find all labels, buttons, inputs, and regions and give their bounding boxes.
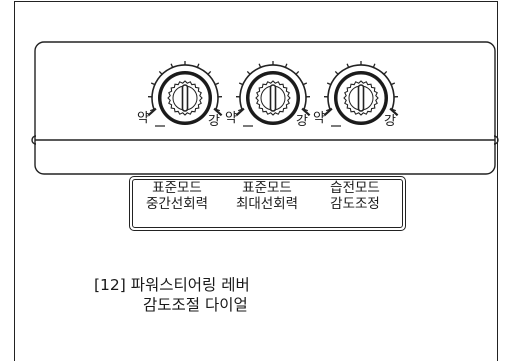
dial-scale-tick [327, 83, 331, 85]
dial-3-low-label: 약 [313, 111, 325, 126]
dial-scale-tick [303, 83, 307, 85]
dial-scale-tick [347, 64, 349, 68]
dial-scale-tick [259, 64, 261, 68]
dial-scale-tick [159, 71, 162, 74]
dial-scale-tick [391, 83, 395, 85]
mode-wet-sensitivity: 습전모드 감도조정 [310, 180, 400, 212]
dial-scale-tick [197, 64, 199, 68]
dial-scale-tick [151, 83, 155, 85]
dial-panel-drawing [0, 0, 512, 347]
dial-2-low-label: 약 [225, 111, 237, 126]
dial-scale-tick [373, 64, 375, 68]
mode-2-line1: 표준모드 [222, 180, 312, 196]
dial-indicator-slot [359, 85, 364, 111]
mode-standard-mid: 표준모드 중간선회력 [132, 180, 222, 212]
mode-standard-max: 표준모드 최대선회력 [222, 180, 312, 212]
dial-scale-tick [285, 64, 287, 68]
mode-2-line2: 최대선회력 [222, 196, 312, 212]
dial-2-high-label: 강 [296, 114, 308, 129]
mode-1-line2: 중간선회력 [132, 196, 222, 212]
dial-scale-tick [171, 64, 173, 68]
mode-3-line1: 습전모드 [310, 180, 400, 196]
dial-indicator-slot [271, 85, 276, 111]
caption-title: [12] 파워스티어링 레버 [94, 275, 250, 295]
caption-subtitle: 감도조절 다이얼 [94, 295, 250, 315]
figure-caption: [12] 파워스티어링 레버 감도조절 다이얼 [94, 275, 250, 315]
dial-scale-tick [215, 83, 219, 85]
dial-scale-tick [296, 71, 299, 74]
dial-scale-tick [247, 71, 250, 74]
mode-3-line2: 감도조정 [310, 196, 400, 212]
dial-scale-tick [208, 71, 211, 74]
mode-legend-box: 표준모드 중간선회력 표준모드 최대선회력 습전모드 감도조정 [129, 176, 406, 231]
mode-1-line1: 표준모드 [132, 180, 222, 196]
dial-1-low-label: 약 [137, 111, 149, 126]
dial-scale-tick [384, 71, 387, 74]
dial-1-high-label: 강 [208, 114, 220, 129]
dial-3-high-label: 강 [384, 114, 396, 129]
dial-scale-tick [239, 83, 243, 85]
dial-indicator-slot [183, 85, 188, 111]
dial-scale-tick [335, 71, 338, 74]
